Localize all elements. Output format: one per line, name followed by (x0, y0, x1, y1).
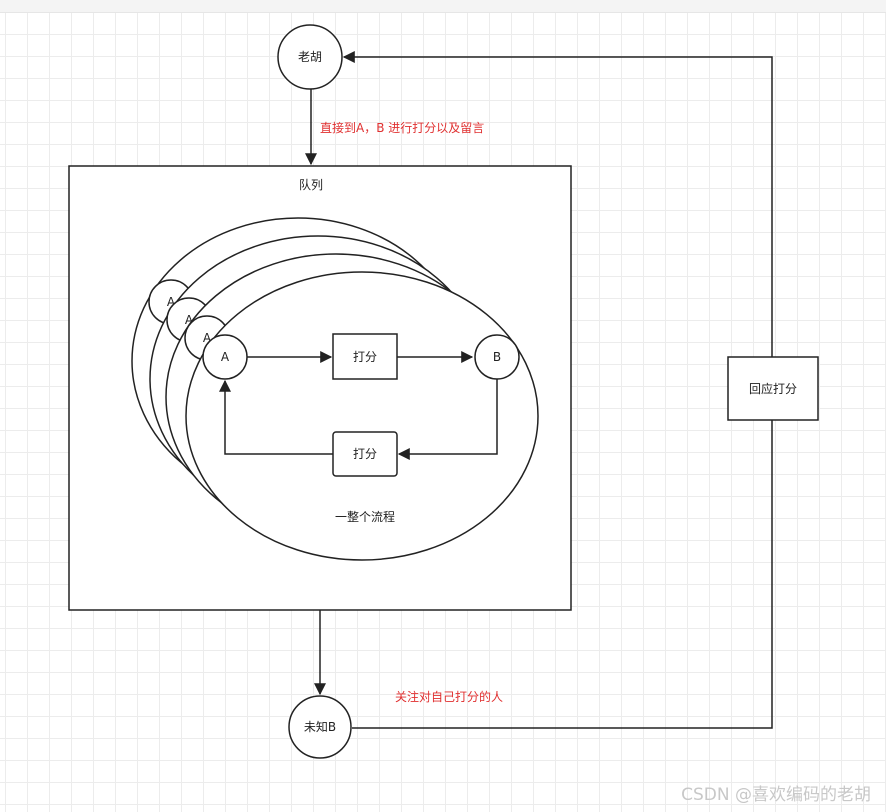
score-box-top-label: 打分 (353, 350, 377, 364)
node-laohu[interactable] (277, 24, 343, 90)
watermark: CSDN @喜欢编码的老胡 (681, 785, 871, 805)
node-b-label: B (493, 350, 501, 364)
node-laohu-label: 老胡 (298, 50, 322, 64)
stack-node-a-3-label: A (203, 331, 212, 345)
stack-node-a-1-label: A (167, 295, 176, 309)
node-a[interactable] (202, 334, 248, 380)
edge-unknown-b-to-reply (352, 420, 773, 729)
edge-label-follow: 关注对自己打分的人 (395, 689, 503, 704)
node-a-label: A (221, 350, 230, 364)
node-unknown-b[interactable] (288, 695, 352, 759)
reply-score-box[interactable] (727, 356, 819, 421)
edge-reply-to-laohu (342, 51, 773, 357)
flow-ellipse-front[interactable] (185, 271, 539, 561)
whole-flow-label: 一整个流程 (335, 509, 395, 524)
score-box-bottom[interactable] (332, 431, 398, 477)
reply-score-label: 回应打分 (749, 381, 797, 396)
edge-b-to-score (397, 379, 498, 460)
queue-label: 队列 (299, 177, 323, 192)
node-unknown-b-label: 未知B (304, 720, 336, 734)
score-box-top[interactable] (332, 333, 398, 380)
edge-score-to-a (219, 379, 333, 455)
node-b[interactable] (474, 334, 520, 380)
stack-node-a-2-label: A (185, 313, 194, 327)
edge-label-laohu-to-queue: 直接到A，B 进行打分以及留言 (320, 120, 484, 135)
editor-top-bar (0, 0, 886, 13)
score-box-bottom-label: 打分 (353, 447, 377, 461)
